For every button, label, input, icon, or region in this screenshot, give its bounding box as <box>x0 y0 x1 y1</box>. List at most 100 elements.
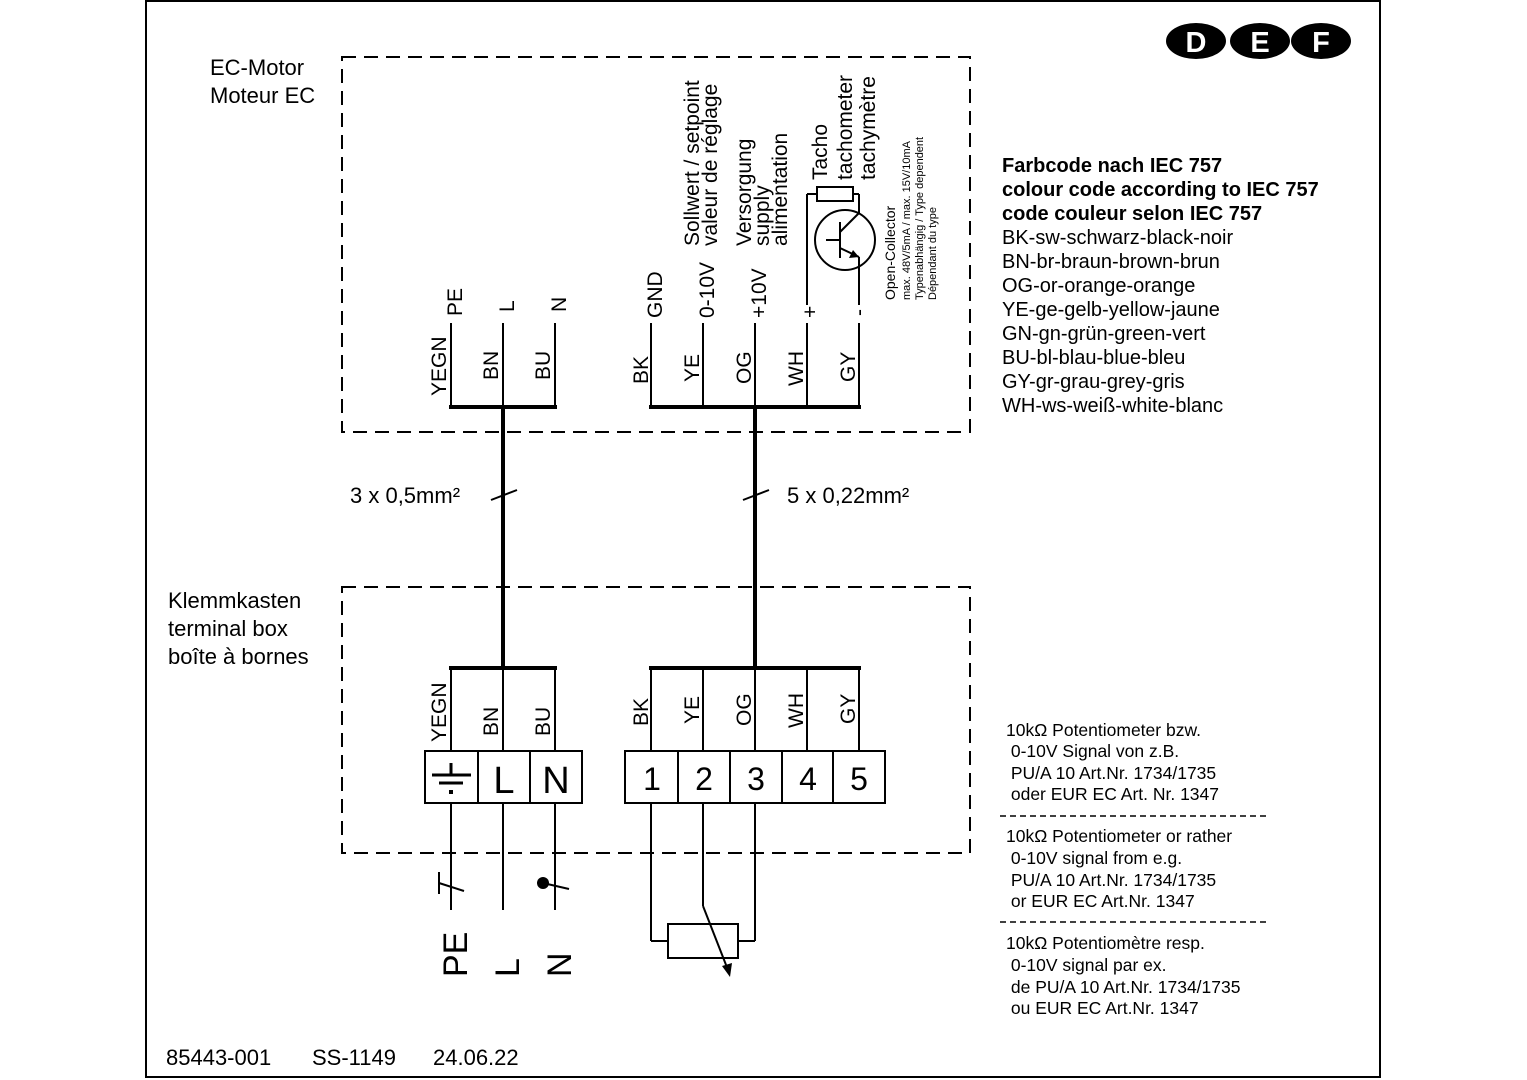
terminal-4-label: 4 <box>799 761 817 797</box>
terminal-5 <box>832 750 886 804</box>
motor-title-fr: Moteur EC <box>210 83 315 108</box>
motor-wire-code-wh: WH <box>785 351 808 386</box>
legend-title-fr: code couleur selon IEC 757 <box>1002 203 1262 225</box>
legend-entry: WH-ws-weiß-white-blanc <box>1002 395 1223 417</box>
note-line: de PU/A 10 Art.Nr. 1734/1735 <box>1006 977 1240 997</box>
terminal-box: Klemmkasten terminal box boîte à bornes … <box>168 586 971 854</box>
note-de: 10kΩ Potentiometer bzw. 0-10V Signal von… <box>1006 720 1219 804</box>
legend-entry: OG-or-orange-orange <box>1002 275 1195 297</box>
language-e: E <box>1250 27 1269 59</box>
control-cable-spec: 5 x 0,22mm² <box>787 483 909 508</box>
terminal-wire-code-bn: BN <box>480 707 503 736</box>
tacho-label-fr: tachymètre <box>857 76 880 180</box>
legend-entry: BN-br-braun-brown-brun <box>1002 251 1220 273</box>
terminal-wire-code-bk: BK <box>630 698 653 726</box>
terminal-5-label: 5 <box>850 761 868 797</box>
document-date: 24.06.22 <box>433 1045 519 1070</box>
note-en: 10kΩ Potentiometer or rather 0-10V signa… <box>1006 826 1232 911</box>
motor-wire-func-0-10v: 0-10V <box>696 262 719 318</box>
motor-box: EC-Motor Moteur EC YEGN BN BU PE L N BK … <box>210 55 971 433</box>
supply-label-de: Versorgung <box>733 139 756 246</box>
terminal-n-label: N <box>542 760 569 802</box>
page-frame <box>145 0 1381 1078</box>
legend-title-en: colour code according to IEC 757 <box>1002 179 1319 201</box>
power-cable-spec: 3 x 0,5mm² <box>350 483 460 508</box>
note-line: 0-10V signal par ex. <box>1006 955 1167 975</box>
note-line: PU/A 10 Art.Nr. 1734/1735 <box>1006 870 1216 890</box>
legend-entry: BU-bl-blau-blue-bleu <box>1002 347 1185 369</box>
potentiometer-resistor <box>667 923 739 959</box>
terminal-box-outline <box>341 586 971 854</box>
note-line: PU/A 10 Art.Nr. 1734/1735 <box>1006 763 1216 783</box>
cables: 3 x 0,5mm² 5 x 0,22mm² <box>350 407 909 668</box>
setpoint-label-de-en: Sollwert / setpoint <box>681 80 704 246</box>
tacho-label-en: tachometer <box>834 75 857 180</box>
ground-icon <box>432 763 471 794</box>
protective-earth-tick-icon <box>438 872 465 894</box>
control-cable-tick <box>742 489 770 501</box>
open-collector-note-de-en: Typenabhängig / Type dependent <box>914 137 926 300</box>
terminal-3-label: 3 <box>747 761 765 797</box>
motor-box-outline <box>341 56 971 433</box>
language-d: D <box>1186 27 1207 59</box>
open-collector-note-fr: Dépendant du type <box>927 207 939 300</box>
potentiometer-icon <box>650 803 756 977</box>
note-line: oder EUR EC Art. Nr. 1347 <box>1006 784 1219 804</box>
motor-wire-func-minus: - <box>848 309 871 316</box>
open-collector-label: Open-Collector <box>882 206 898 300</box>
terminal-1-label: 1 <box>643 761 661 797</box>
control-terminal-block: 1 2 3 4 5 <box>624 750 886 804</box>
note-line: or EUR EC Art.Nr. 1347 <box>1006 891 1195 911</box>
motor-wire-code-bn: BN <box>480 351 503 380</box>
motor-title-de: EC-Motor <box>210 55 304 80</box>
note-line: 10kΩ Potentiometer bzw. <box>1006 720 1201 740</box>
motor-wire-func-n: N <box>548 297 571 312</box>
terminal-wire-code-og: OG <box>733 693 756 726</box>
motor-wire-func-l: L <box>496 300 519 312</box>
legend-entry: GN-gn-grün-green-vert <box>1002 323 1206 345</box>
language-f: F <box>1312 27 1330 59</box>
note-line: 10kΩ Potentiomètre resp. <box>1006 933 1205 953</box>
tacho-resistor-icon <box>816 186 854 202</box>
setpoint-label-fr: valeur de réglage <box>699 84 722 246</box>
supply-label-fr: alimentation <box>769 133 792 246</box>
color-code-legend: Farbcode nach IEC 757 colour code accord… <box>1002 155 1319 417</box>
terminal-box-title-en: terminal box <box>168 616 288 641</box>
terminal-box-title-de: Klemmkasten <box>168 588 301 613</box>
terminal-wire-code-bu: BU <box>532 707 555 736</box>
motor-wire-code-yegn: YEGN <box>428 336 451 396</box>
power-cable-tick <box>490 489 518 501</box>
terminal-l-label: L <box>493 760 514 802</box>
ss-number: SS-1149 <box>312 1045 396 1070</box>
legend-entry: BK-sw-schwarz-black-noir <box>1002 227 1233 249</box>
motor-wire-code-og: OG <box>733 351 756 384</box>
terminal-wire-code-yegn: YEGN <box>428 682 451 742</box>
mains-label-pe: PE <box>437 932 475 977</box>
tacho-label-de: Tacho <box>809 124 832 180</box>
legend-entry: GY-gr-grau-grey-gris <box>1002 371 1185 393</box>
document-number: 85443-001 <box>166 1045 271 1070</box>
terminal-box-title-fr: boîte à bornes <box>168 644 309 669</box>
motor-wire-func-pe: PE <box>444 288 467 316</box>
terminal-pe <box>424 750 479 804</box>
mains-label-l: L <box>489 958 527 977</box>
power-terminal-block: L N <box>424 750 583 804</box>
potentiometer-notes: 10kΩ Potentiometer bzw. 0-10V Signal von… <box>1000 720 1268 1018</box>
motor-wire-func-plus: + <box>799 306 822 318</box>
motor-wire-code-bk: BK <box>630 356 653 384</box>
mains-connection: PE L N <box>437 803 579 977</box>
mains-label-n: N <box>541 952 579 977</box>
motor-wire-code-ye: YE <box>681 354 704 382</box>
note-fr: 10kΩ Potentiomètre resp. 0-10V signal pa… <box>1006 933 1240 1018</box>
footer: 85443-001 SS-1149 24.06.22 <box>166 1045 519 1070</box>
motor-wire-func-gnd: GND <box>644 271 667 318</box>
language-badge-e: E <box>1230 23 1290 59</box>
note-line: ou EUR EC Art.Nr. 1347 <box>1006 998 1199 1018</box>
terminal-2-label: 2 <box>695 761 713 797</box>
terminal-wire-code-ye: YE <box>681 696 704 724</box>
note-line: 0-10V signal from e.g. <box>1006 848 1182 868</box>
note-line: 0-10V Signal von z.B. <box>1006 741 1179 761</box>
open-collector-transistor-icon <box>806 186 876 305</box>
motor-wire-code-gy: GY <box>837 352 860 382</box>
legend-entry: YE-ge-gelb-yellow-jaune <box>1002 299 1220 321</box>
